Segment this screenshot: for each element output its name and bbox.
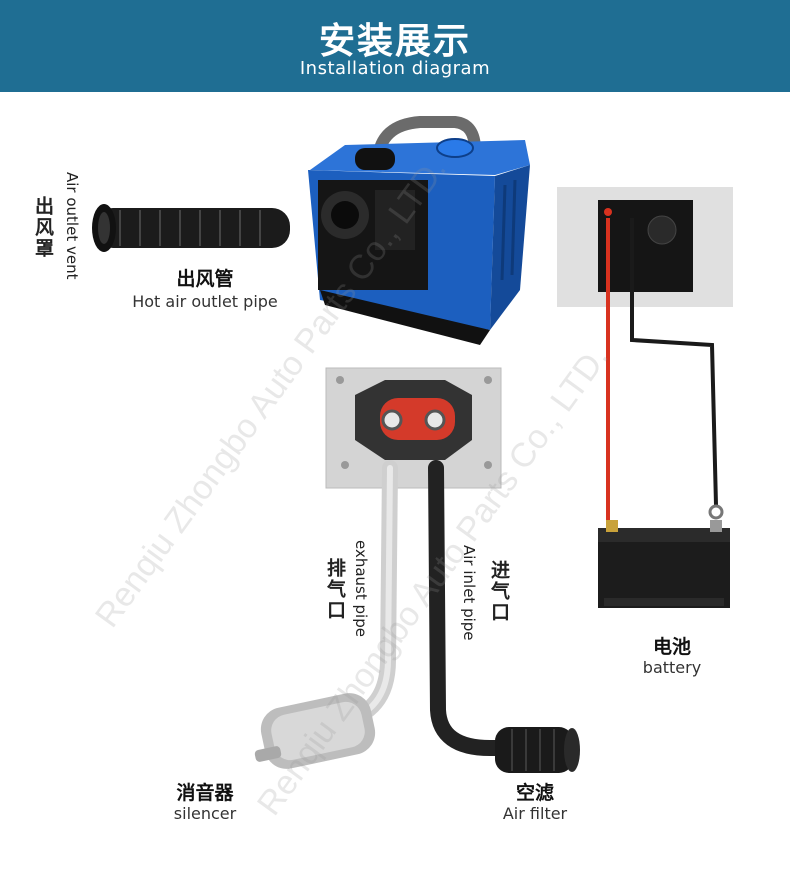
air-filter-label-zh: 空滤	[515, 782, 554, 804]
page-title: 安装展示	[318, 21, 471, 62]
hot-air-outlet-pipe-image	[92, 204, 290, 252]
battery-label-en: battery	[642, 658, 702, 677]
inlet-label-en: Air inlet pipe	[460, 545, 478, 641]
inlet-label-zh: 进气口	[488, 560, 510, 623]
controller-image	[557, 187, 733, 307]
header-banner: 安装展示 Installation diagram	[0, 0, 790, 92]
page-subtitle: Installation diagram	[299, 58, 491, 79]
silencer-label-zh: 消音器	[176, 782, 234, 804]
battery-label-zh: 电池	[652, 636, 691, 658]
outlet-pipe-label-en: Hot air outlet pipe	[132, 292, 278, 311]
air-filter-image	[495, 727, 580, 773]
silencer-image	[254, 693, 376, 769]
outlet-vent-label-zh: 出风罩	[32, 196, 54, 259]
air-filter-label-en: Air filter	[502, 804, 568, 823]
outlet-pipe-label-zh: 出风管	[176, 268, 234, 290]
heater-unit-image	[308, 116, 530, 345]
battery-image	[598, 520, 730, 608]
heater-base-plate-image	[325, 367, 502, 489]
silencer-label-en: silencer	[173, 804, 237, 823]
exhaust-label-zh: 排气口	[324, 558, 346, 621]
air-inlet-pipe-image	[428, 460, 508, 756]
outlet-vent-label-en: Air outlet vent	[63, 172, 81, 280]
black-wire-image	[630, 218, 718, 506]
exhaust-label-en: exhaust pipe	[352, 540, 370, 637]
